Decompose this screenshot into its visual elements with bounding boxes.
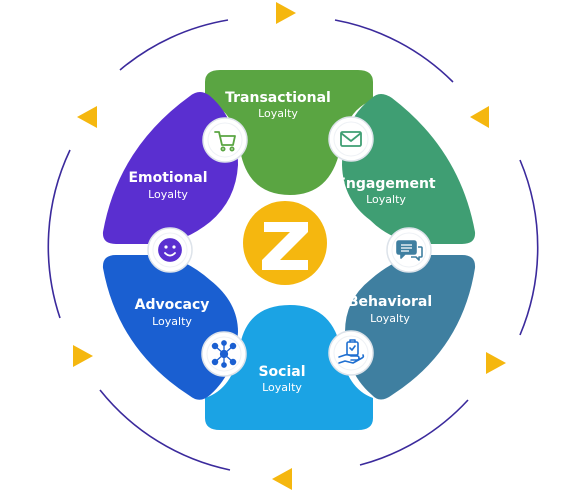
segment-title: Transactional xyxy=(225,90,331,106)
segment-subtitle: Loyalty xyxy=(148,188,188,201)
network-people-icon xyxy=(211,340,237,368)
ring-arc-right xyxy=(519,159,539,336)
icon-badges xyxy=(147,116,432,377)
segment-shape xyxy=(345,255,476,400)
ring-arc-bottom-left xyxy=(99,389,231,471)
segment-shape xyxy=(342,94,476,244)
shopping-cart-icon xyxy=(214,131,236,152)
badge-behavioral xyxy=(386,227,432,273)
badge-transactional xyxy=(202,117,248,163)
badge-engagement xyxy=(328,116,374,162)
ring-arc-bottom-right xyxy=(359,399,469,466)
segment-emotional: Emotional Loyalty xyxy=(102,92,238,244)
segment-shape xyxy=(205,305,373,430)
segment-social: Social Loyalty xyxy=(205,305,373,430)
segment-subtitle: Loyalty xyxy=(366,193,406,206)
hand-clipboard-icon xyxy=(338,339,365,364)
segment-title: Emotional xyxy=(128,170,207,186)
segment-transactional: Transactional Loyalty xyxy=(205,70,373,195)
segment-behavioral: Behavioral Loyalty xyxy=(345,255,476,400)
segment-shape xyxy=(102,92,238,244)
arrow-icon-top xyxy=(276,2,296,24)
segment-engagement: Engagement Loyalty xyxy=(336,94,476,244)
center-logo xyxy=(243,201,327,285)
badge-emotional xyxy=(147,227,193,273)
segment-shape xyxy=(205,70,373,195)
arrow-icon-right xyxy=(486,352,506,374)
arrow-icon-left xyxy=(77,106,97,128)
segments: Transactional Loyalty Engagement Loyalty… xyxy=(102,70,476,430)
envelope-icon xyxy=(340,131,362,147)
ring-arc-top-right xyxy=(334,19,454,83)
segment-title: Advocacy xyxy=(135,297,210,313)
segment-title: Engagement xyxy=(336,176,436,192)
smiley-face-icon xyxy=(158,238,182,262)
segment-subtitle: Loyalty xyxy=(258,107,298,120)
ring-arc-top-left xyxy=(119,19,229,71)
segment-title: Social xyxy=(258,364,305,380)
segment-title: Behavioral xyxy=(348,294,432,310)
chat-bubbles-icon xyxy=(396,240,423,261)
arrow-icon-bottom-left xyxy=(73,345,93,367)
arrow-icon-bottom xyxy=(272,468,292,490)
segment-subtitle: Loyalty xyxy=(370,312,410,325)
ring-arc-left xyxy=(47,149,71,319)
segment-subtitle: Loyalty xyxy=(152,315,192,328)
badge-advocacy xyxy=(201,331,247,377)
ring-arrows xyxy=(73,2,506,490)
segment-subtitle: Loyalty xyxy=(262,381,302,394)
segment-advocacy: Advocacy Loyalty xyxy=(102,255,238,400)
z-glyph xyxy=(262,222,308,270)
outer-ring xyxy=(47,19,539,471)
arrow-icon-top-right xyxy=(470,106,489,128)
badge-social xyxy=(328,330,374,376)
